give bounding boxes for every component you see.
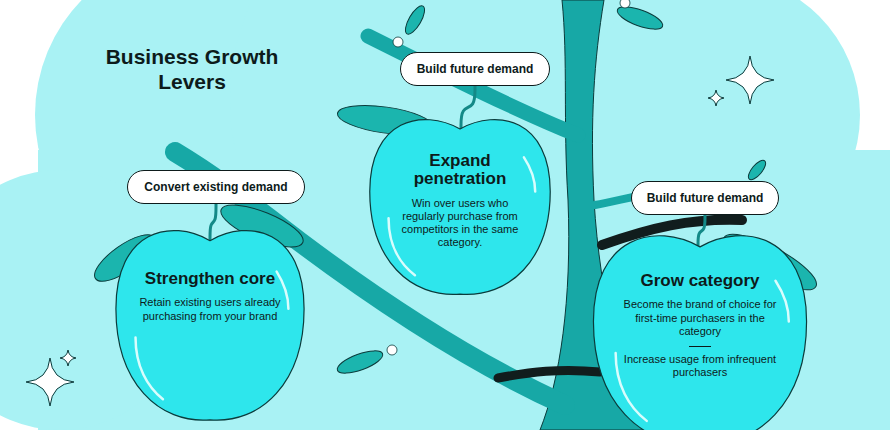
- apple-body: [593, 236, 806, 430]
- apple-highlight: [136, 337, 163, 399]
- lever-heading: Expand penetration: [392, 152, 528, 189]
- lever-description: Become the brand of choice for first-tim…: [616, 298, 784, 338]
- apple-text: Strengthen coreRetain existing users alr…: [136, 218, 284, 323]
- leaves: [88, 2, 823, 377]
- apple-node: Grow categoryBecome the brand of choice …: [589, 222, 811, 430]
- lever-description: Win over users who regularly purchase fr…: [392, 197, 528, 250]
- demand-pill: Build future demand: [400, 52, 550, 86]
- diagram-title: Business Growth Levers: [96, 44, 288, 94]
- apple-text: Expand penetrationWin over users who reg…: [392, 108, 528, 249]
- apple-body: [370, 120, 550, 295]
- apple-node: Strengthen coreRetain existing users alr…: [112, 218, 308, 424]
- divider-rule: [689, 346, 711, 347]
- apple-stem: [461, 86, 475, 129]
- lever-heading: Grow category: [640, 272, 759, 290]
- demand-label: Build future demand: [647, 191, 764, 205]
- apple-body: [116, 231, 304, 421]
- apple-highlight: [524, 157, 535, 191]
- demand-pill: Build future demand: [631, 181, 779, 215]
- apple-stem: [210, 204, 216, 241]
- apple-stem: [698, 215, 705, 247]
- lever-heading: Strengthen core: [145, 270, 275, 288]
- demand-label: Build future demand: [417, 62, 534, 76]
- apple-highlight: [775, 281, 788, 322]
- apple-node: Expand penetrationWin over users who reg…: [366, 108, 554, 298]
- lever-description: Retain existing users already purchasing…: [136, 296, 284, 322]
- lever-description: Increase usage from infrequent purchaser…: [616, 353, 784, 379]
- apple-text: Grow categoryBecome the brand of choice …: [616, 222, 784, 379]
- demand-label: Convert existing demand: [144, 180, 287, 194]
- dark-branch: [498, 370, 600, 378]
- demand-pill: Convert existing demand: [127, 170, 305, 204]
